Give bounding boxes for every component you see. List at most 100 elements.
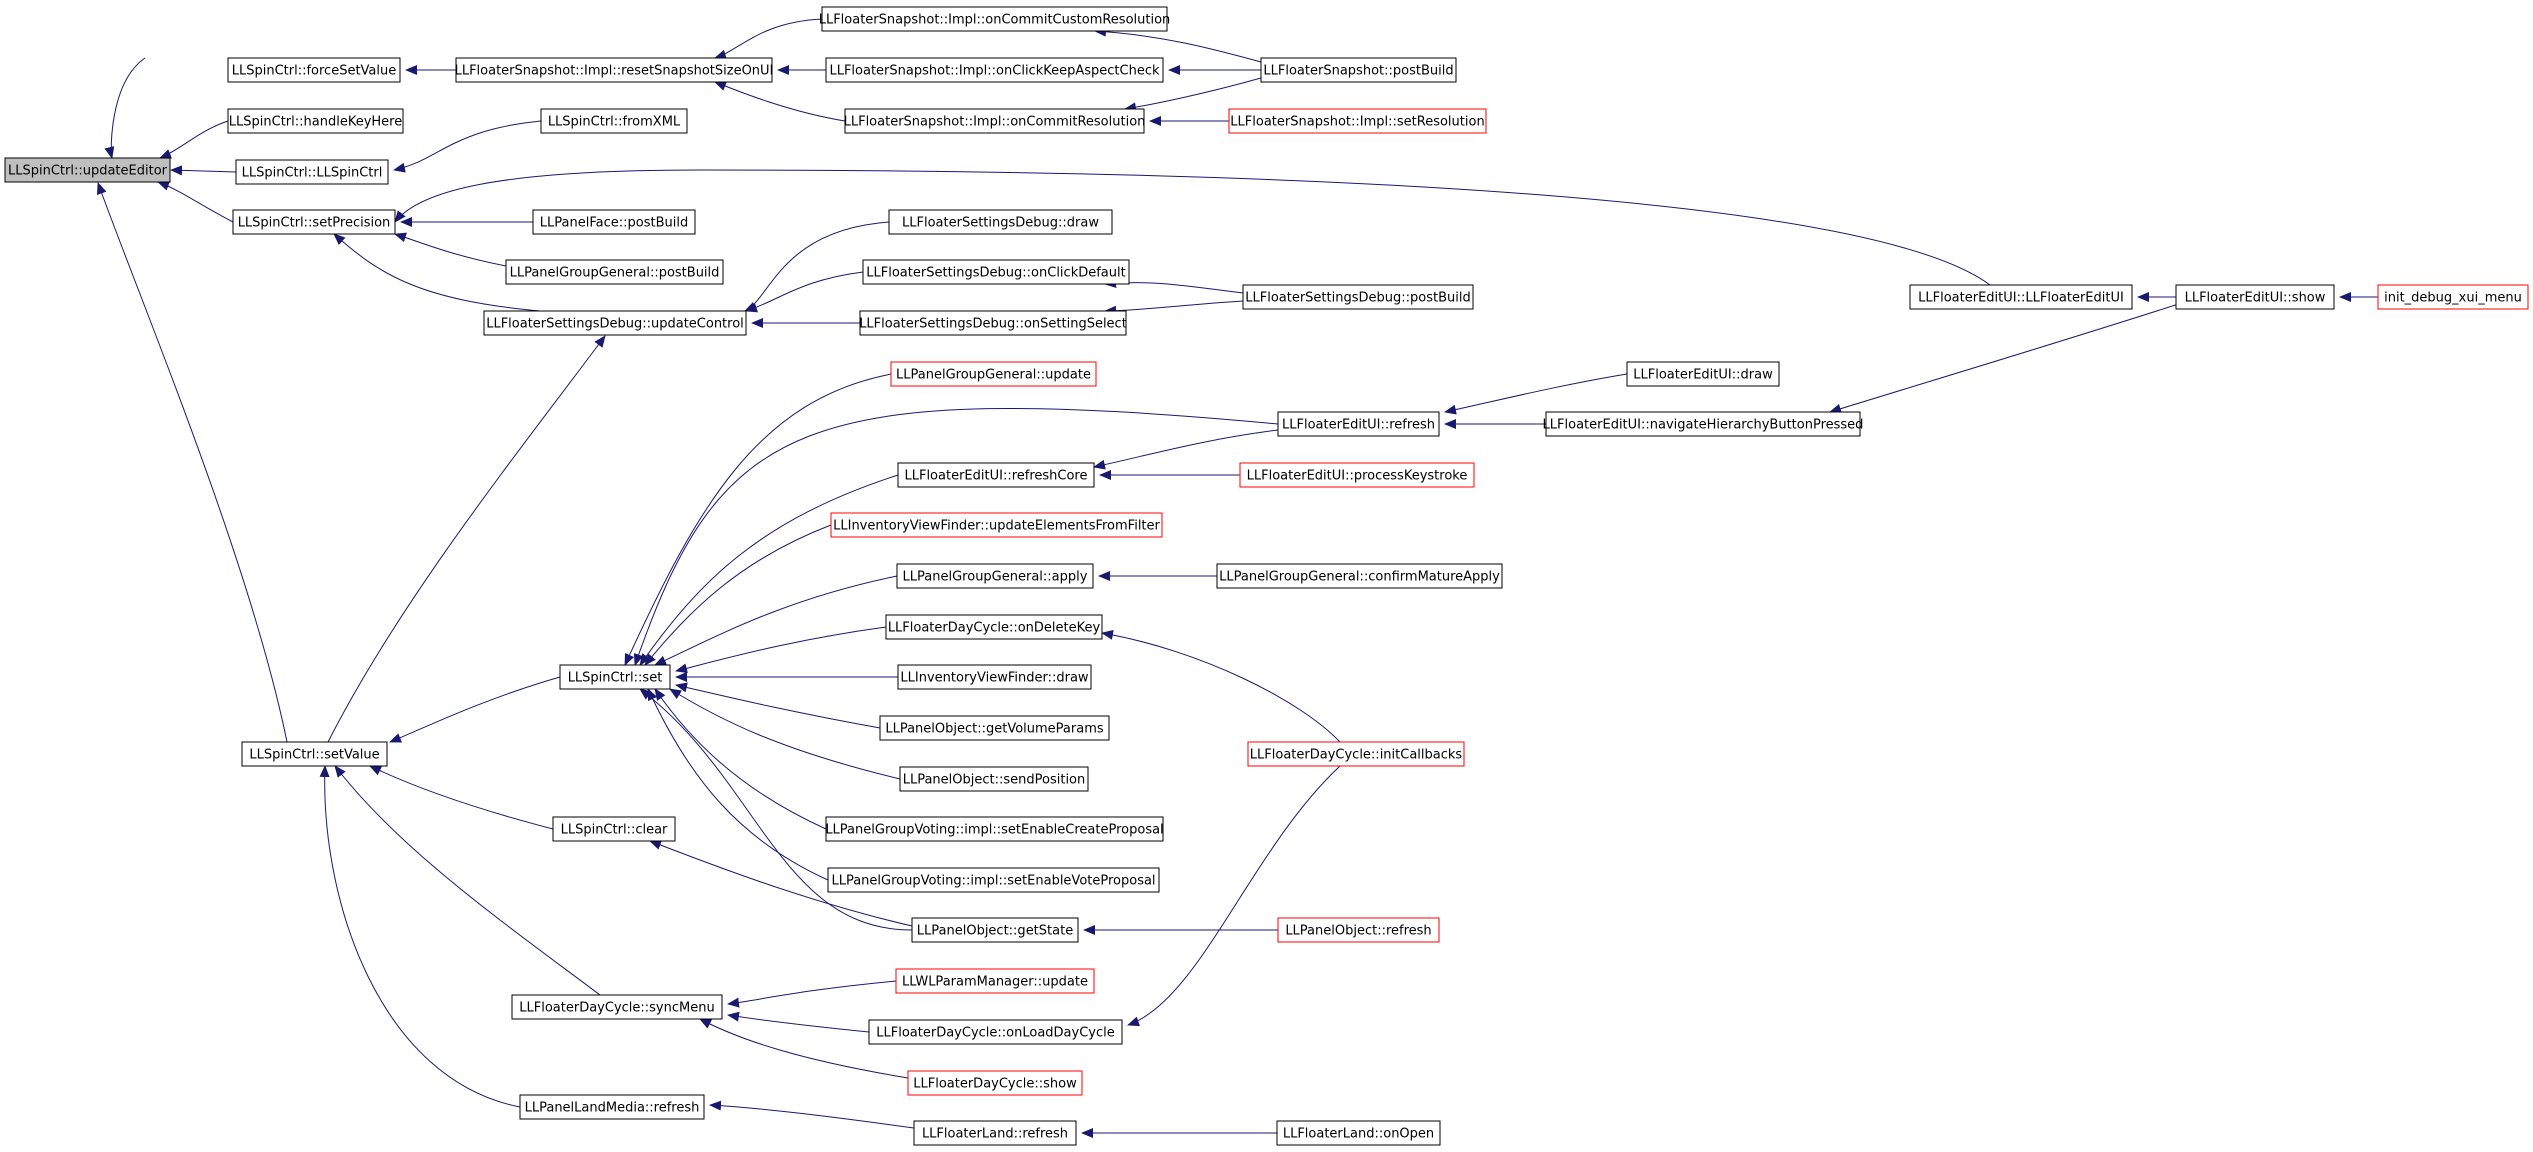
node-editUIDraw[interactable]: LLFloaterEditUI::draw <box>1626 361 1780 387</box>
node-fromXML[interactable]: LLSpinCtrl::fromXML <box>540 108 688 134</box>
node-pvCreateProposal[interactable]: LLPanelGroupVoting::impl::setEnableCreat… <box>825 816 1164 842</box>
node-box <box>511 994 723 1020</box>
edge-line <box>624 373 892 666</box>
node-llspinctrl[interactable]: LLSpinCtrl::LLSpinCtrl <box>235 159 389 185</box>
node-label: LLInventoryViewFinder::draw <box>900 671 1088 686</box>
node-box <box>2175 284 2335 310</box>
node-dcOnLoad[interactable]: LLFloaterDayCycle::onLoadDayCycle <box>868 1019 1123 1045</box>
node-poGetState[interactable]: LLPanelObject::getState <box>911 917 1079 943</box>
edge-line <box>745 271 864 313</box>
node-confirmMatureApply[interactable]: LLPanelGroupGeneral::confirmMatureApply <box>1216 563 1503 589</box>
node-settingsDraw[interactable]: LLFloaterSettingsDebug::draw <box>888 209 1113 235</box>
node-root[interactable]: LLSpinCtrl::updateEditor <box>4 157 171 183</box>
node-snapshotPostBuild[interactable]: LLFloaterSnapshot::postBuild <box>1260 57 1457 83</box>
node-handleKeyHere[interactable]: LLSpinCtrl::handleKeyHere <box>227 108 404 134</box>
node-label: LLFloaterEditUI::processKeystroke <box>1247 469 1468 484</box>
node-label: LLFloaterEditUI::show <box>2185 291 2326 306</box>
edge-line <box>389 676 561 743</box>
node-label: LLFloaterSnapshot::Impl::resetSnapshotSi… <box>455 64 774 79</box>
node-poRefresh[interactable]: LLPanelObject::refresh <box>1277 917 1440 943</box>
node-resetSnapshot[interactable]: LLFloaterSnapshot::Impl::resetSnapshotSi… <box>455 57 774 83</box>
node-setValue[interactable]: LLSpinCtrl::setValue <box>241 741 388 767</box>
node-processKeystroke[interactable]: LLFloaterEditUI::processKeystroke <box>1239 462 1475 488</box>
node-box <box>2377 284 2529 310</box>
node-box <box>559 664 671 690</box>
node-plmRefresh[interactable]: LLPanelLandMedia::refresh <box>519 1094 705 1120</box>
node-editUIRefresh[interactable]: LLFloaterEditUI::refresh <box>1277 411 1440 437</box>
node-label: LLWLParamManager::update <box>902 975 1088 990</box>
node-label: LLFloaterDayCycle::initCallbacks <box>1250 748 1463 763</box>
edge-line <box>647 688 829 881</box>
node-editUIShow[interactable]: LLFloaterEditUI::show <box>2175 284 2335 310</box>
node-settingsPostBuild[interactable]: LLFloaterSettingsDebug::postBuild <box>1242 284 1474 310</box>
node-landOnOpen[interactable]: LLFloaterLand::onOpen <box>1276 1120 1441 1146</box>
edge-line <box>649 840 913 927</box>
node-dcOnDeleteKey[interactable]: LLFloaterDayCycle::onDeleteKey <box>885 614 1103 640</box>
node-panelFacePostBuild[interactable]: LLPanelFace::postBuild <box>532 209 696 235</box>
node-dcInitCallbacks[interactable]: LLFloaterDayCycle::initCallbacks <box>1247 741 1465 767</box>
node-spinSet[interactable]: LLSpinCtrl::set <box>559 664 671 690</box>
node-navigateHierarchy[interactable]: LLFloaterEditUI::navigateHierarchyButton… <box>1543 411 1864 437</box>
edge-line <box>714 18 823 60</box>
node-box <box>1228 108 1487 134</box>
node-box <box>896 563 1094 589</box>
node-box <box>1909 284 2133 310</box>
edge-pgGeneralApply-to-spinSet <box>654 575 898 666</box>
node-sendPosition[interactable]: LLPanelObject::sendPosition <box>899 766 1089 792</box>
node-box <box>241 741 388 767</box>
node-getVolumeParams[interactable]: LLPanelObject::getVolumeParams <box>879 715 1110 741</box>
node-setPrecision[interactable]: LLSpinCtrl::setPrecision <box>232 209 396 235</box>
node-pgGeneralPostBuild[interactable]: LLPanelGroupGeneral::postBuild <box>505 259 724 285</box>
node-landRefresh[interactable]: LLFloaterLand::refresh <box>913 1120 1077 1146</box>
node-label: LLSpinCtrl::forceSetValue <box>232 64 397 79</box>
node-box <box>552 816 676 842</box>
node-label: LLPanelGroupGeneral::update <box>896 368 1091 383</box>
edge-llspinctrl-to-root <box>170 165 237 176</box>
edge-spinClear-to-setValue <box>369 765 554 830</box>
node-box <box>1242 284 1474 310</box>
node-pvVoteProposal[interactable]: LLPanelGroupVoting::impl::setEnableVoteP… <box>827 867 1160 893</box>
node-pgGeneralApply[interactable]: LLPanelGroupGeneral::apply <box>896 563 1094 589</box>
node-wlUpdate[interactable]: LLWLParamManager::update <box>895 968 1095 994</box>
node-label: LLFloaterEditUI::refreshCore <box>904 469 1087 484</box>
node-forceSetValue[interactable]: LLSpinCtrl::forceSetValue <box>227 57 401 83</box>
node-box <box>232 209 396 235</box>
node-initDebugXui[interactable]: init_debug_xui_menu <box>2377 284 2529 310</box>
edge-line <box>170 165 237 176</box>
edge-wlUpdate-to-dcSyncMenu <box>727 980 897 1008</box>
edge-pvVoteProposal-to-spinSet <box>647 688 829 881</box>
node-onCommitRes[interactable]: LLFloaterSnapshot::Impl::onCommitResolut… <box>844 108 1146 134</box>
node-dcSyncMenu[interactable]: LLFloaterDayCycle::syncMenu <box>511 994 723 1020</box>
node-label: LLPanelObject::refresh <box>1285 924 1431 939</box>
node-settingsOnClickDefault[interactable]: LLFloaterSettingsDebug::onClickDefault <box>862 259 1130 285</box>
node-label: LLFloaterEditUI::navigateHierarchyButton… <box>1543 418 1864 433</box>
node-onCommitCustomRes[interactable]: LLFloaterSnapshot::Impl::onCommitCustomR… <box>819 6 1171 32</box>
edge-line <box>654 688 827 830</box>
node-label: LLSpinCtrl::clear <box>561 823 668 838</box>
edge-line <box>1093 429 1279 470</box>
edge-dcInitCallbacks-to-dcOnDeleteKey <box>1101 629 1341 743</box>
node-invUpdateElements[interactable]: LLInventoryViewFinder::updateElementsFro… <box>830 512 1163 538</box>
node-box <box>885 614 1103 640</box>
node-onClickKeepAspect[interactable]: LLFloaterSnapshot::Impl::onClickKeepAspe… <box>825 57 1164 83</box>
node-editUIRefreshCore[interactable]: LLFloaterEditUI::refreshCore <box>897 462 1095 488</box>
edge-poGetState-to-spinSet <box>639 688 913 931</box>
node-spinClear[interactable]: LLSpinCtrl::clear <box>552 816 676 842</box>
node-box <box>1239 462 1475 488</box>
node-invDraw[interactable]: LLInventoryViewFinder::draw <box>897 664 1092 690</box>
edge-setPrecision-to-root <box>157 181 234 223</box>
node-setResolution[interactable]: LLFloaterSnapshot::Impl::setResolution <box>1228 108 1487 134</box>
node-box <box>1545 411 1861 437</box>
edge-dcSyncMenu-to-setValue <box>334 765 601 996</box>
node-settingsOnSettingSelect[interactable]: LLFloaterSettingsDebug::onSettingSelect <box>859 310 1127 336</box>
node-label: LLPanelObject::getVolumeParams <box>885 722 1104 737</box>
edge-line <box>327 335 606 743</box>
node-label: LLFloaterDayCycle::onLoadDayCycle <box>876 1026 1114 1041</box>
edge-setValue-to-root <box>97 182 288 743</box>
node-box <box>862 259 1130 285</box>
node-pgGeneralUpdate[interactable]: LLPanelGroupGeneral::update <box>890 361 1097 387</box>
node-dcShow[interactable]: LLFloaterDayCycle::show <box>907 1070 1083 1096</box>
edge-invUpdateElements-to-spinSet <box>644 524 832 666</box>
node-settingsUpdateControl[interactable]: LLFloaterSettingsDebug::updateControl <box>483 310 747 336</box>
node-editUICtor[interactable]: LLFloaterEditUI::LLFloaterEditUI <box>1909 284 2133 310</box>
